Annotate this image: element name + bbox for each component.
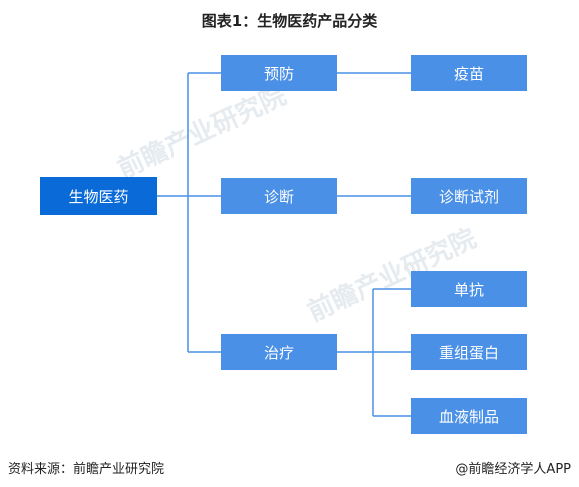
product-node-recombinant-protein: 重组蛋白 (411, 334, 527, 370)
category-node-diagnosis: 诊断 (221, 178, 337, 214)
category-node-prevention: 预防 (221, 55, 337, 91)
product-node-monoclonal-antibody: 单抗 (411, 271, 527, 307)
product-node-vaccine: 疫苗 (411, 55, 527, 91)
product-node-diagnostic-reagent: 诊断试剂 (411, 178, 527, 214)
root-node: 生物医药 (40, 177, 157, 215)
category-node-treatment: 治疗 (221, 334, 337, 370)
chart-title: 图表1：生物医药产品分类 (201, 12, 378, 30)
product-node-blood-product: 血液制品 (411, 398, 527, 434)
credit-note: @前瞻经济学人APP (455, 462, 571, 477)
source-note: 资料来源：前瞻产业研究院 (8, 462, 165, 477)
